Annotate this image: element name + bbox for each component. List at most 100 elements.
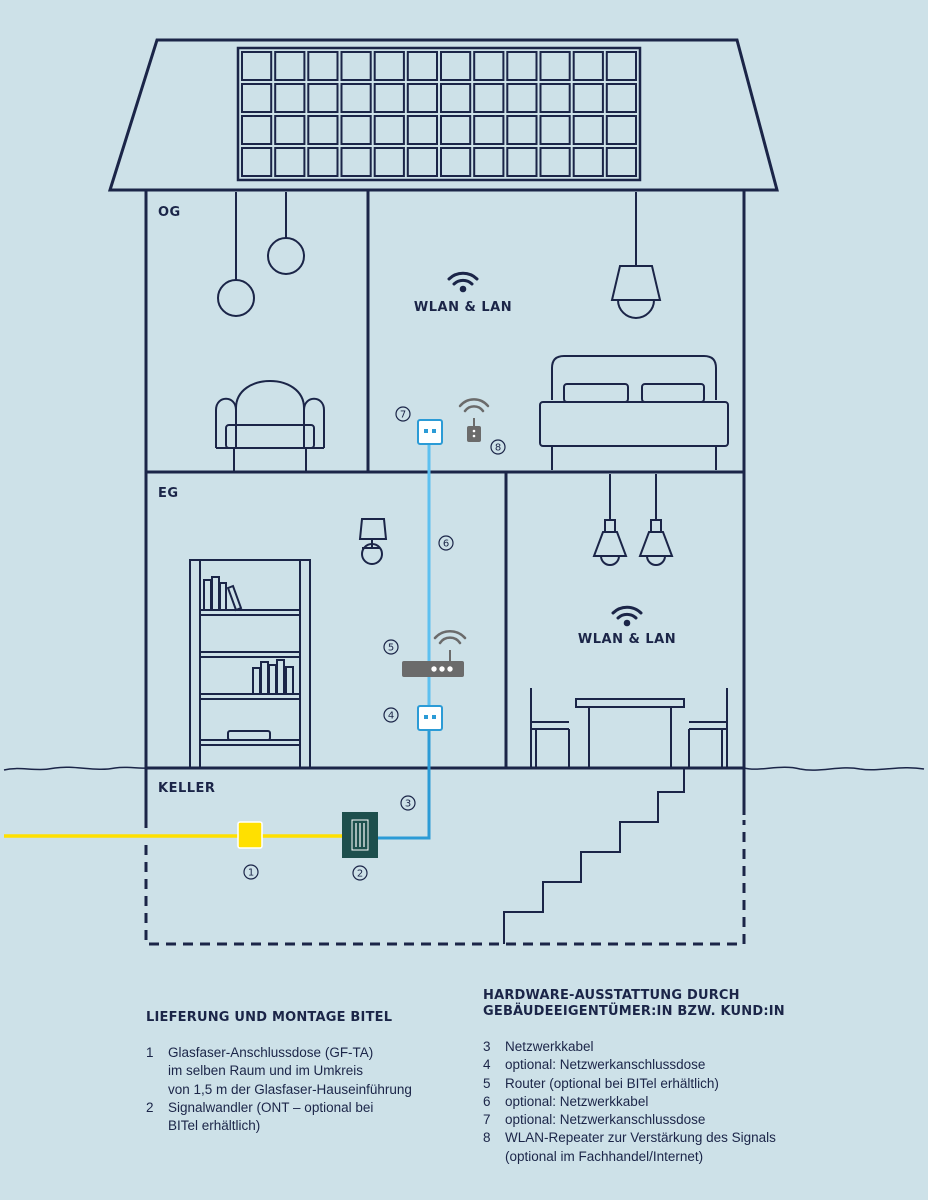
solar-cell xyxy=(440,115,472,145)
legend-delivery: LIEFERUNG UND MONTAGE BITEL 1 Glasfaser-… xyxy=(146,988,466,1135)
solar-cell xyxy=(506,51,538,81)
solar-cell xyxy=(572,83,604,113)
svg-text:1: 1 xyxy=(248,868,254,879)
solar-cell xyxy=(307,51,339,81)
solar-cell xyxy=(406,83,438,113)
dining-set xyxy=(530,688,728,768)
pendant-lamps-eg xyxy=(592,474,674,566)
fiber-socket-gf-ta xyxy=(237,821,263,849)
legend-delivery-list: 1 Glasfaser-Anschlussdose (GF-TA) im sel… xyxy=(146,1044,466,1135)
network-socket-og xyxy=(417,419,443,445)
solar-cell xyxy=(406,147,438,177)
wlan-repeater xyxy=(458,398,490,442)
legend-hardware-list: 3 Netzwerkkabel 4 optional: Netzwerkansc… xyxy=(483,1038,903,1166)
solar-cell xyxy=(241,115,273,145)
solar-cell xyxy=(307,115,339,145)
legend-item-number: 2 xyxy=(146,1099,154,1115)
solar-cell xyxy=(406,115,438,145)
solar-cell xyxy=(506,115,538,145)
legend-item-number: 1 xyxy=(146,1045,154,1060)
solar-cell xyxy=(373,115,405,145)
legend-item-text: optional: Netzwerkkabel xyxy=(505,1093,649,1109)
legend-item-number: 8 xyxy=(483,1130,491,1146)
router xyxy=(402,629,467,677)
solar-cell xyxy=(473,51,505,81)
legend-item: 2 Signalwandler (ONT – optional bei BITe… xyxy=(146,1099,466,1136)
solar-cell xyxy=(340,83,372,113)
solar-cell xyxy=(440,147,472,177)
callout-3: 3 xyxy=(400,795,416,811)
legend-item-text: Glasfaser-Anschlussdose (GF-TA) im selbe… xyxy=(168,1045,412,1097)
solar-cell xyxy=(307,83,339,113)
legend-item: 1 Glasfaser-Anschlussdose (GF-TA) im sel… xyxy=(146,1044,466,1099)
floor-label-keller: KELLER xyxy=(158,781,215,796)
solar-panel xyxy=(236,46,642,182)
floor-label-og: OG xyxy=(158,205,181,220)
solar-cell xyxy=(373,51,405,81)
solar-cell xyxy=(572,51,604,81)
legend-item-text: Netzwerkkabel xyxy=(505,1039,594,1054)
svg-text:5: 5 xyxy=(388,643,394,654)
legend-hardware-title: HARDWARE-AUSSTATTUNG DURCH GEBÄUDEEIGENT… xyxy=(483,988,785,1019)
legend-item: 8 WLAN-Repeater zur Verstärkung des Sign… xyxy=(483,1129,903,1166)
legend-item-text: Router (optional bei BITel erhältlich) xyxy=(505,1075,719,1091)
solar-cell xyxy=(473,147,505,177)
solar-cell xyxy=(340,115,372,145)
stairs xyxy=(503,768,685,944)
legend-item: 7 optional: Netzwerkanschlussdose xyxy=(483,1111,903,1129)
solar-cell xyxy=(274,115,306,145)
callout-8: 8 xyxy=(490,439,506,455)
armchair xyxy=(215,380,325,472)
solar-cell xyxy=(506,83,538,113)
solar-cell xyxy=(340,51,372,81)
wlan-label-og: WLAN & LAN xyxy=(414,300,512,315)
callout-7: 7 xyxy=(395,406,411,422)
solar-cell xyxy=(572,147,604,177)
wifi-icon xyxy=(611,605,643,627)
solar-cell xyxy=(605,147,637,177)
legend-item-text: WLAN-Repeater zur Verstärkung des Signal… xyxy=(505,1130,776,1164)
solar-cell xyxy=(539,83,571,113)
ground-line xyxy=(3,766,925,771)
solar-cell xyxy=(373,147,405,177)
solar-cell xyxy=(539,147,571,177)
legend-item: 4 optional: Netzwerkanschlussdose xyxy=(483,1056,903,1074)
svg-text:8: 8 xyxy=(495,443,501,454)
callout-2: 2 xyxy=(352,865,368,881)
pendant-lamps-og xyxy=(217,192,305,317)
legend-item-number: 5 xyxy=(483,1075,491,1091)
solar-cell xyxy=(274,51,306,81)
callout-6: 6 xyxy=(438,535,454,551)
wlan-label-eg: WLAN & LAN xyxy=(578,632,676,647)
svg-text:2: 2 xyxy=(357,869,363,880)
legend-item-number: 7 xyxy=(483,1112,491,1128)
solar-cell xyxy=(605,83,637,113)
legend-item: 5 Router (optional bei BITel erhältlich) xyxy=(483,1075,903,1093)
solar-cell xyxy=(373,83,405,113)
solar-cell xyxy=(274,147,306,177)
legend-hardware: HARDWARE-AUSSTATTUNG DURCH GEBÄUDEEIGENT… xyxy=(483,988,903,1166)
svg-text:3: 3 xyxy=(405,799,411,810)
bookshelf xyxy=(189,559,311,769)
solar-cell xyxy=(440,83,472,113)
wifi-icon xyxy=(447,271,479,293)
legend-delivery-title: LIEFERUNG UND MONTAGE BITEL xyxy=(146,1010,393,1025)
solar-cell xyxy=(473,83,505,113)
solar-cell xyxy=(274,83,306,113)
solar-cell xyxy=(241,83,273,113)
legend-item-number: 3 xyxy=(483,1039,491,1054)
legend-item: 6 optional: Netzwerkkabel xyxy=(483,1093,903,1111)
solar-cell xyxy=(241,51,273,81)
basement-outline xyxy=(144,820,746,946)
legend-item: 3 Netzwerkkabel xyxy=(483,1038,903,1056)
network-socket-eg xyxy=(417,705,443,731)
svg-text:6: 6 xyxy=(443,539,449,550)
legend-item-text: Signalwandler (ONT – optional bei BITel … xyxy=(168,1099,374,1134)
legend-item-text: optional: Netzwerkanschlussdose xyxy=(505,1112,706,1128)
ont-signal-converter xyxy=(342,812,378,858)
svg-text:7: 7 xyxy=(400,410,406,421)
callout-5: 5 xyxy=(383,639,399,655)
solar-cell xyxy=(605,115,637,145)
bed xyxy=(539,355,729,470)
legend-item-text: optional: Netzwerkanschlussdose xyxy=(505,1057,706,1073)
